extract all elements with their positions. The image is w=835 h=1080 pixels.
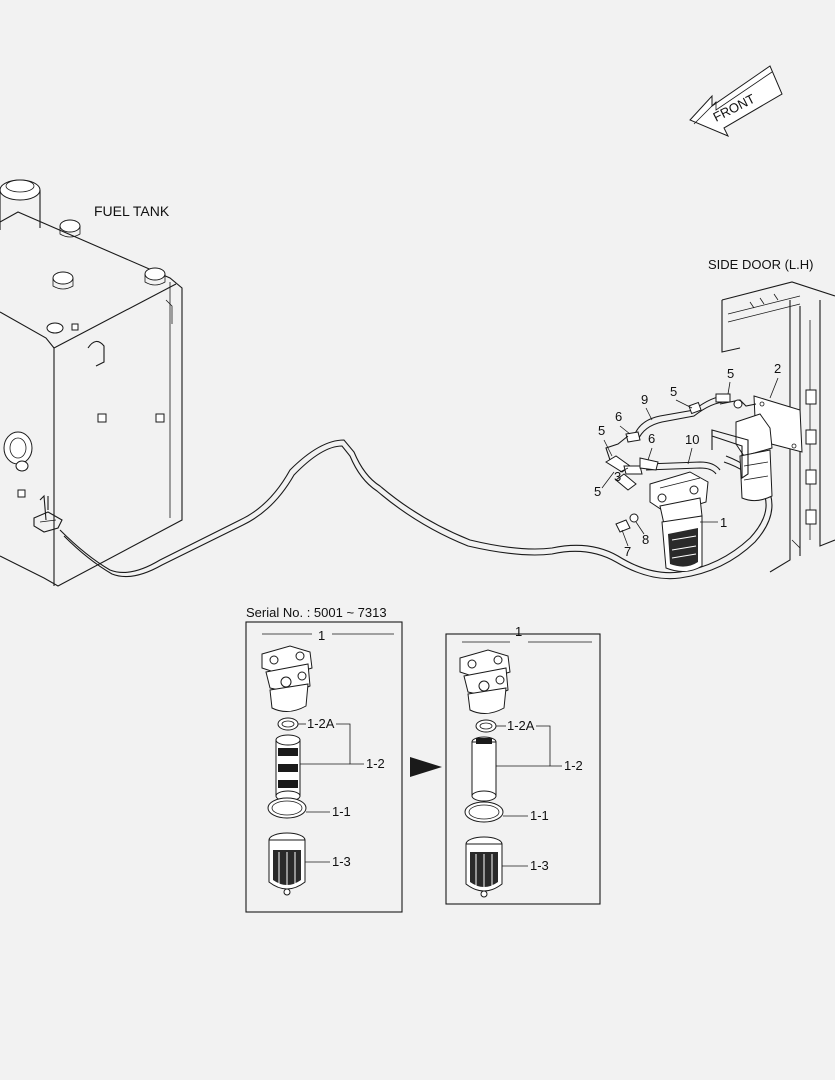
new-filter-kit: 1 1-2A 1-2 1-1 1-3 xyxy=(445,624,601,905)
serial-label: Serial No. : 5001 ~ 7313 xyxy=(246,605,387,620)
callout-5b: 5 xyxy=(594,484,601,499)
hose-lines xyxy=(633,393,731,475)
fuel-tank xyxy=(0,179,183,587)
old-kit-1-2: 1-2 xyxy=(366,756,385,771)
callout-2: 2 xyxy=(774,361,781,376)
side-door-label: SIDE DOOR (L.H) xyxy=(708,257,813,272)
callout-9: 9 xyxy=(641,392,648,407)
new-kit-1-3: 1-3 xyxy=(530,858,549,873)
main-filter-assembly xyxy=(649,471,709,572)
callouts: 2 5 5 9 6 5 6 10 5 3 1 7 8 xyxy=(594,361,781,559)
callout-1: 1 xyxy=(720,515,727,530)
callout-5c: 5 xyxy=(670,384,677,399)
callout-6b: 6 xyxy=(648,431,655,446)
old-kit-header: 1 xyxy=(318,628,325,643)
old-kit-1-3: 1-3 xyxy=(332,854,351,869)
callout-6a: 6 xyxy=(615,409,622,424)
new-kit-header: 1 xyxy=(515,624,522,639)
callout-8: 8 xyxy=(642,532,649,547)
new-kit-1-2A: 1-2A xyxy=(507,718,535,733)
callout-10: 10 xyxy=(685,432,699,447)
callout-3: 3 xyxy=(614,469,621,484)
old-kit-1-1: 1-1 xyxy=(332,804,351,819)
fuel-hose xyxy=(59,439,773,580)
callout-7: 7 xyxy=(624,544,631,559)
new-kit-1-2: 1-2 xyxy=(564,758,583,773)
fittings xyxy=(605,431,659,533)
callout-5a: 5 xyxy=(598,423,605,438)
front-arrow: FRONT xyxy=(689,65,783,137)
old-kit-1-2A: 1-2A xyxy=(307,716,335,731)
new-kit-1-1: 1-1 xyxy=(530,808,549,823)
bracket xyxy=(711,429,749,480)
callout-5d: 5 xyxy=(727,366,734,381)
replacement-arrow xyxy=(410,757,442,777)
old-filter-kit: 1 1-2A 1-2 1-1 1-3 xyxy=(245,621,403,913)
fuel-tank-label: FUEL TANK xyxy=(94,203,170,219)
